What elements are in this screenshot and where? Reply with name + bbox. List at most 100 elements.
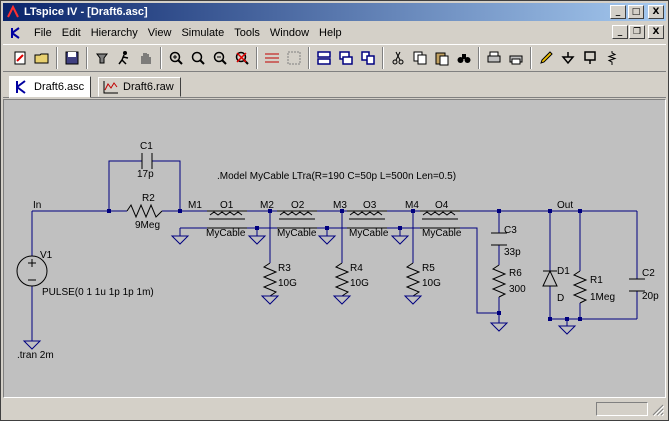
minimize-button[interactable]: _ xyxy=(610,5,626,19)
toolbar-separator xyxy=(56,47,58,69)
ground-symbol xyxy=(247,235,267,245)
v1-value: PULSE(0 1 1u 1p 1p 1m) xyxy=(42,287,154,298)
waveform-autorange-icon[interactable] xyxy=(261,47,283,69)
net-label-m3: M3 xyxy=(333,200,347,211)
menu-help[interactable]: Help xyxy=(319,26,342,39)
tab-label: Draft6.asc xyxy=(34,81,85,93)
r3-value: 10G xyxy=(278,278,297,289)
print-setup-icon[interactable] xyxy=(483,47,505,69)
junction xyxy=(578,209,582,213)
copy-icon[interactable] xyxy=(409,47,431,69)
c3-value: 33p xyxy=(504,247,521,258)
c1-value: 17p xyxy=(137,169,154,180)
tab-draft6-raw[interactable]: Draft6.raw xyxy=(98,77,181,97)
junction xyxy=(268,209,272,213)
document-system-menu-icon[interactable] xyxy=(9,26,23,40)
resistor-r6 xyxy=(491,264,507,298)
wire xyxy=(460,227,500,323)
cascade-icon[interactable] xyxy=(335,47,357,69)
document-tabs: Draft6.asc Draft6.raw xyxy=(3,74,666,98)
junction xyxy=(325,226,329,230)
tile-horizontal-icon[interactable] xyxy=(313,47,335,69)
label-net-icon[interactable] xyxy=(579,47,601,69)
waveform-grid-icon[interactable] xyxy=(283,47,305,69)
control-panel-icon[interactable] xyxy=(91,47,113,69)
pan-hand-icon[interactable] xyxy=(135,47,157,69)
o1-value: MyCable xyxy=(206,228,246,239)
tran-directive: .tran 2m xyxy=(17,350,54,361)
zoom-in-icon[interactable] xyxy=(165,47,187,69)
o2-value: MyCable xyxy=(277,228,317,239)
junction xyxy=(565,317,569,321)
r3-name: R3 xyxy=(278,263,291,274)
c2-name: C2 xyxy=(642,268,655,279)
r6-name: R6 xyxy=(509,268,522,279)
open-icon[interactable] xyxy=(31,47,53,69)
menu-tools[interactable]: Tools xyxy=(234,26,260,39)
resize-grip-icon[interactable] xyxy=(652,404,664,416)
tile-vertical-icon[interactable] xyxy=(357,47,379,69)
menu-bar: File Edit Hierarchy View Simulate Tools … xyxy=(3,23,666,42)
resistor-r5 xyxy=(405,262,421,297)
document-controls: _ ❐ X xyxy=(612,25,664,39)
save-icon[interactable] xyxy=(61,47,83,69)
schematic-canvas[interactable]: .Model MyCable LTra(R=190 C=50p L=500n L… xyxy=(3,99,666,398)
ground-symbol xyxy=(557,325,577,335)
menu-file[interactable]: File xyxy=(34,26,52,39)
window-controls: _ □ X xyxy=(610,5,664,19)
cut-icon[interactable] xyxy=(387,47,409,69)
title-bar[interactable]: LTspice IV - [Draft6.asc] _ □ X xyxy=(3,3,666,21)
run-icon[interactable] xyxy=(113,47,135,69)
o4-value: MyCable xyxy=(422,228,462,239)
transmission-line-o4 xyxy=(420,210,460,229)
close-button[interactable]: X xyxy=(648,5,664,19)
ground-symbol xyxy=(489,322,509,332)
zoom-out-icon[interactable] xyxy=(209,47,231,69)
schematic-drawing: .Model MyCable LTra(R=190 C=50p L=500n L… xyxy=(16,141,659,361)
menu-view[interactable]: View xyxy=(147,26,172,39)
ground-symbol xyxy=(170,235,190,245)
tab-draft6-asc[interactable]: Draft6.asc xyxy=(9,76,92,98)
v1-name: V1 xyxy=(40,250,53,261)
paste-icon[interactable] xyxy=(431,47,453,69)
zoom-area-icon[interactable] xyxy=(187,47,209,69)
ground-symbol xyxy=(22,340,42,350)
capacitor-c3 xyxy=(491,232,507,246)
find-icon[interactable] xyxy=(453,47,475,69)
junction xyxy=(497,311,501,315)
d1-value: D xyxy=(557,293,564,304)
junction xyxy=(411,209,415,213)
resistor-icon[interactable] xyxy=(601,47,623,69)
voltage-source-v1 xyxy=(16,255,48,287)
ground-icon[interactable] xyxy=(557,47,579,69)
r2-value: 9Meg xyxy=(135,220,160,231)
doc-close-button[interactable]: X xyxy=(648,25,664,39)
ltspice-logo-icon xyxy=(7,5,19,18)
resistor-r1 xyxy=(572,270,588,304)
junction xyxy=(178,209,182,213)
new-schematic-icon[interactable] xyxy=(9,47,31,69)
transmission-line-o3 xyxy=(347,210,387,229)
r2-name: R2 xyxy=(142,193,155,204)
menu-window[interactable]: Window xyxy=(269,26,310,39)
menu-edit[interactable]: Edit xyxy=(61,26,81,39)
r5-name: R5 xyxy=(422,263,435,274)
zoom-cancel-icon[interactable] xyxy=(231,47,253,69)
status-pane xyxy=(596,402,648,416)
print-icon[interactable] xyxy=(505,47,527,69)
menu-simulate[interactable]: Simulate xyxy=(181,26,225,39)
r6-value: 300 xyxy=(509,284,526,295)
doc-restore-button[interactable]: ❐ xyxy=(629,25,645,39)
toolbar-separator xyxy=(478,47,480,69)
junction xyxy=(548,209,552,213)
model-directive: .Model MyCable LTra(R=190 C=50p L=500n L… xyxy=(217,171,456,182)
schematic-icon xyxy=(16,80,26,94)
toolbar-separator xyxy=(530,47,532,69)
menu-hierarchy[interactable]: Hierarchy xyxy=(90,26,138,39)
pencil-icon[interactable] xyxy=(535,47,557,69)
junction xyxy=(578,317,582,321)
net-label-out: Out xyxy=(557,200,573,211)
maximize-button[interactable]: □ xyxy=(628,5,644,19)
toolbar-separator xyxy=(86,47,88,69)
doc-minimize-button[interactable]: _ xyxy=(612,25,628,39)
